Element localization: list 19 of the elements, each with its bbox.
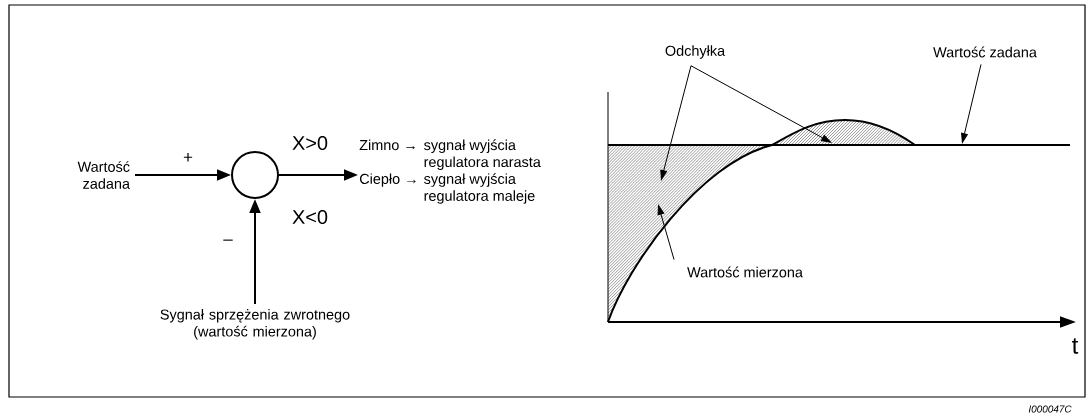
axis-label: t <box>1072 338 1079 354</box>
input-label: Wartość zadana <box>77 161 130 189</box>
figure-code: I000047C <box>1028 405 1072 413</box>
leader-line <box>961 63 982 143</box>
leader-line <box>660 65 692 180</box>
plus-sign: + <box>183 153 193 162</box>
response-text: sygnał wyjścia regulatora maleje <box>424 173 535 204</box>
leader-line <box>657 205 675 261</box>
minus-sign: – <box>223 239 233 241</box>
condition-label: X>0 <box>292 135 328 151</box>
setpoint-label: Wartość zadana <box>933 46 1037 58</box>
deviation-label: Odchyłka <box>665 45 726 59</box>
feedback-label: Sygnał sprzężenia zwrotnego (wartość mierzona) <box>160 309 350 340</box>
summing-circle <box>231 151 279 199</box>
measured-value-label: Wartość mierzona <box>687 266 803 278</box>
condition-label: Zimno → <box>359 139 415 151</box>
leader-line <box>690 65 832 143</box>
condition-label: Ciepło → <box>359 173 416 187</box>
condition-label: X<0 <box>292 209 328 225</box>
